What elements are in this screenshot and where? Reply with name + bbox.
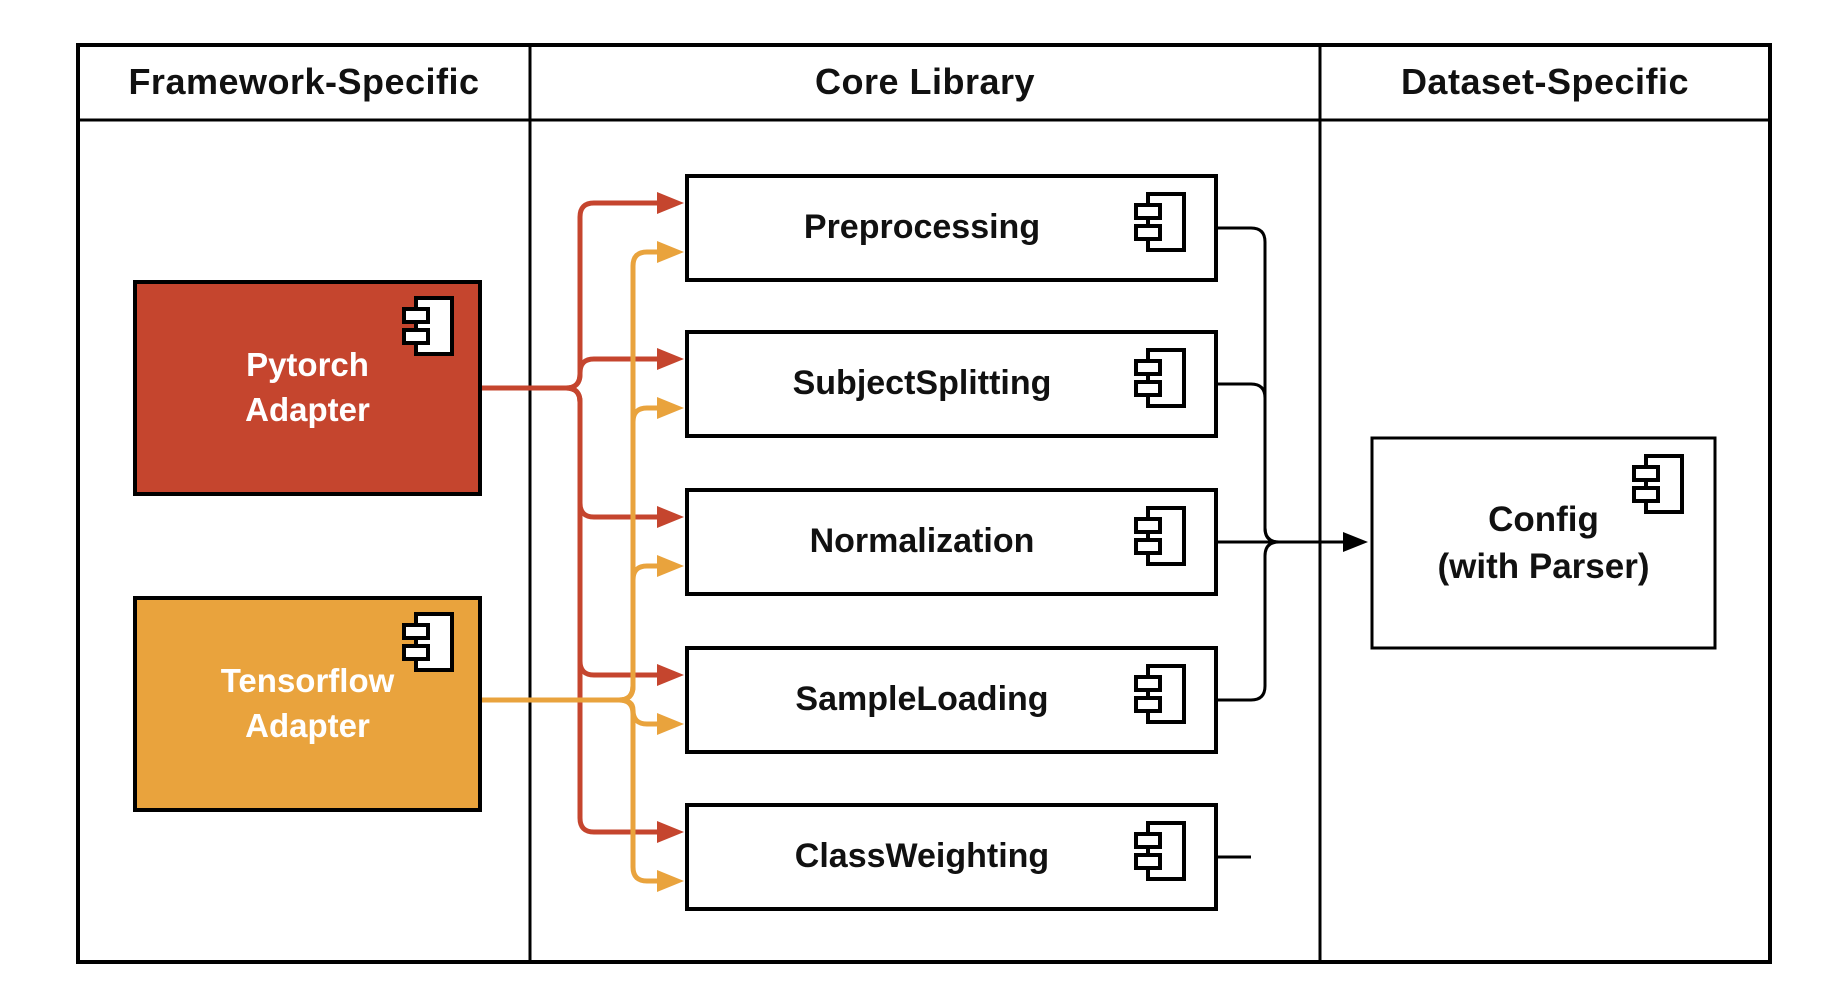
pytorch-arrows <box>480 192 684 843</box>
column-frame <box>76 43 1772 964</box>
subjectsplitting-box <box>685 330 1218 438</box>
tensorflow-arrows <box>480 241 684 892</box>
core-component-boxes <box>685 174 1218 911</box>
preprocessing-box <box>685 174 1218 282</box>
adapter-boxes <box>133 280 482 812</box>
config-connectors <box>1216 226 1368 859</box>
classweighting-box <box>685 803 1218 911</box>
normalization-box <box>685 488 1218 596</box>
sampleloading-box <box>685 646 1218 754</box>
